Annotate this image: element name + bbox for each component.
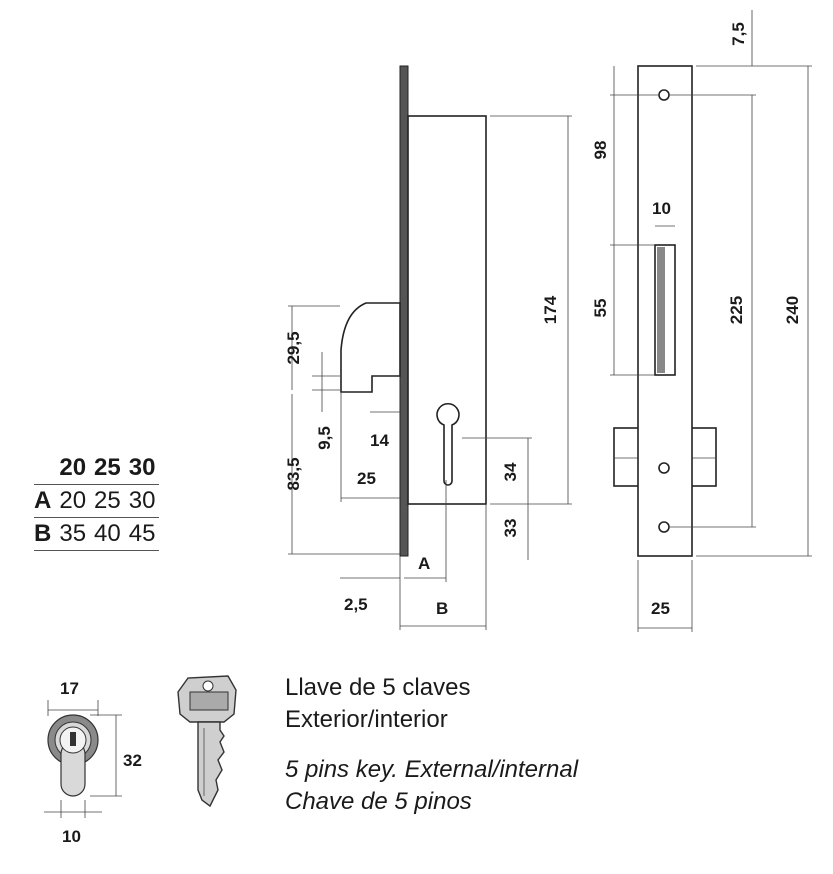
cylinder-dimension-lines bbox=[44, 700, 122, 818]
dim-17: 17 bbox=[60, 679, 79, 698]
dim-10-cylinder: 10 bbox=[62, 827, 81, 846]
size-cell: 45 bbox=[124, 517, 160, 551]
dim-10-slot: 10 bbox=[652, 199, 671, 218]
dim-83-5: 83,5 bbox=[284, 457, 303, 490]
caption-line-4: Chave de 5 pinos bbox=[285, 788, 472, 815]
size-table: 20 25 30 A 20 25 30 B 35 40 45 bbox=[34, 452, 160, 551]
euro-cylinder-profile bbox=[47, 714, 99, 797]
size-cell: 25 bbox=[90, 484, 125, 518]
size-cell: 35 bbox=[55, 517, 91, 551]
lock-side-view bbox=[340, 65, 487, 557]
cylinder-hole bbox=[436, 403, 460, 486]
dim-14: 14 bbox=[370, 431, 389, 450]
size-cell: 40 bbox=[90, 517, 125, 551]
caption-line-2: Exterior/interior bbox=[285, 706, 448, 733]
dim-25-plate: 25 bbox=[651, 599, 670, 618]
caption-line-3: 5 pins key. External/internal bbox=[285, 756, 579, 783]
caption-line-1: Llave de 5 claves bbox=[285, 674, 471, 701]
label-a: A bbox=[418, 554, 430, 573]
size-header: 25 bbox=[94, 454, 121, 481]
dim-9-5: 9,5 bbox=[315, 426, 334, 450]
dim-25-backset: 25 bbox=[357, 469, 376, 488]
dim-33: 33 bbox=[501, 519, 520, 538]
row-label: A bbox=[34, 484, 56, 518]
faceplate-strip bbox=[399, 65, 409, 557]
front-dimension-lines bbox=[610, 10, 812, 632]
key-icon bbox=[177, 675, 237, 808]
faceplate-front-view bbox=[613, 65, 717, 557]
dim-240: 240 bbox=[783, 296, 802, 324]
dim-225: 225 bbox=[727, 296, 746, 324]
size-cell: 30 bbox=[124, 484, 160, 518]
dim-2-5: 2,5 bbox=[344, 595, 368, 614]
screw-hole-top bbox=[658, 89, 670, 101]
dim-174: 174 bbox=[541, 295, 560, 324]
dim-34: 34 bbox=[501, 462, 520, 481]
dim-32: 32 bbox=[123, 751, 142, 770]
side-dimension-lines bbox=[288, 115, 572, 630]
dim-55: 55 bbox=[591, 299, 610, 318]
size-header: 20 bbox=[59, 454, 87, 481]
size-table-header: 20 25 30 bbox=[34, 452, 159, 485]
screw-hole-middle bbox=[658, 462, 670, 474]
screw-hole-bottom bbox=[658, 521, 670, 533]
size-row-a: A 20 25 30 bbox=[34, 484, 160, 518]
size-cell: 20 bbox=[55, 484, 91, 518]
row-label: B bbox=[34, 517, 56, 551]
label-b: B bbox=[436, 599, 448, 618]
size-header: 30 bbox=[128, 454, 156, 481]
hook-bolt bbox=[340, 302, 401, 393]
dim-7-5: 7,5 bbox=[729, 22, 748, 46]
size-row-b: B 35 40 45 bbox=[34, 517, 160, 551]
dim-98: 98 bbox=[591, 141, 610, 160]
dim-29-5: 29,5 bbox=[284, 331, 303, 364]
